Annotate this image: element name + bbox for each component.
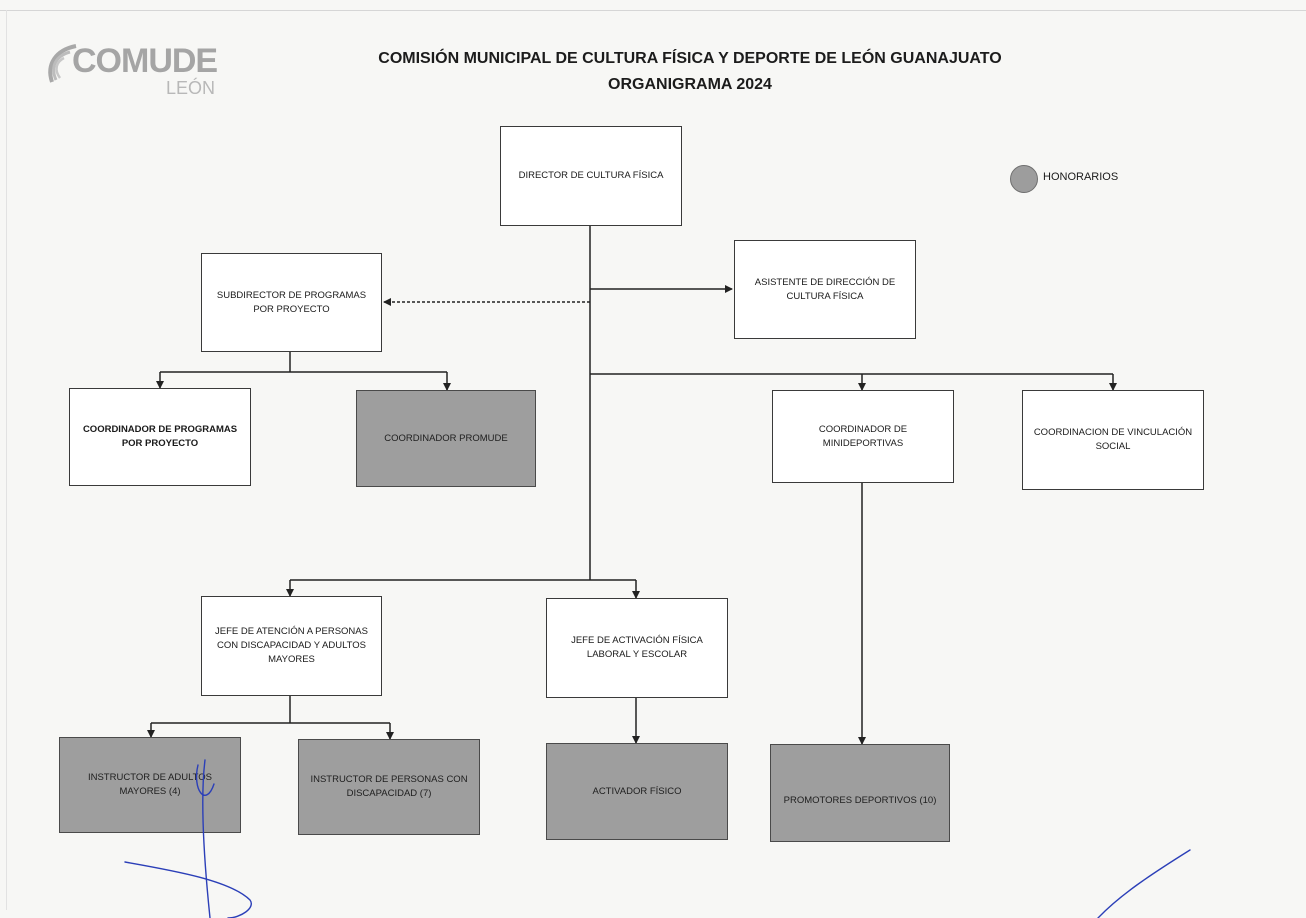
page-title: COMISIÓN MUNICIPAL DE CULTURA FÍSICA Y D…: [300, 46, 1080, 98]
node-jefe-atencion: JEFE DE ATENCIÓN A PERSONAS CON DISCAPAC…: [201, 596, 382, 696]
node-coord-promude: COORDINADOR PROMUDE: [356, 390, 536, 487]
comude-logo: COMUDE LEÓN: [42, 40, 242, 104]
page-edge-top: [0, 10, 1306, 11]
node-promotores: PROMOTORES DEPORTIVOS (10): [770, 744, 950, 842]
node-asistente: ASISTENTE DE DIRECCIÓN DE CULTURA FÍSICA: [734, 240, 916, 339]
title-line-1: COMISIÓN MUNICIPAL DE CULTURA FÍSICA Y D…: [378, 50, 1002, 67]
logo-main-text: COMUDE: [72, 42, 218, 80]
legend-label: HONORARIOS: [1043, 171, 1119, 183]
node-activador: ACTIVADOR FÍSICO: [546, 743, 728, 840]
logo-swoosh-icon: [48, 44, 77, 83]
node-subdirector: SUBDIRECTOR DE PROGRAMAS POR PROYECTO: [201, 253, 382, 352]
page-edge-left: [6, 10, 7, 910]
node-coord-minideportivas: COORDINADOR DE MINIDEPORTIVAS: [772, 390, 954, 483]
node-coord-vinculacion: COORDINACION DE VINCULACIÓN SOCIAL: [1022, 390, 1204, 490]
title-line-2: ORGANIGRAMA 2024: [608, 76, 772, 93]
node-director: DIRECTOR DE CULTURA FÍSICA: [500, 126, 682, 226]
legend-honorarios-swatch-icon: [1010, 165, 1038, 193]
logo-sub-text: LEÓN: [166, 78, 216, 98]
node-instructor-adultos: INSTRUCTOR DE ADULTOS MAYORES (4): [59, 737, 241, 833]
node-instructor-discapacidad: INSTRUCTOR DE PERSONAS CON DISCAPACIDAD …: [298, 739, 480, 835]
node-coord-programas: COORDINADOR DE PROGRAMAS POR PROYECTO: [69, 388, 251, 486]
node-jefe-activacion: JEFE DE ACTIVACIÓN FÍSICA LABORAL Y ESCO…: [546, 598, 728, 698]
